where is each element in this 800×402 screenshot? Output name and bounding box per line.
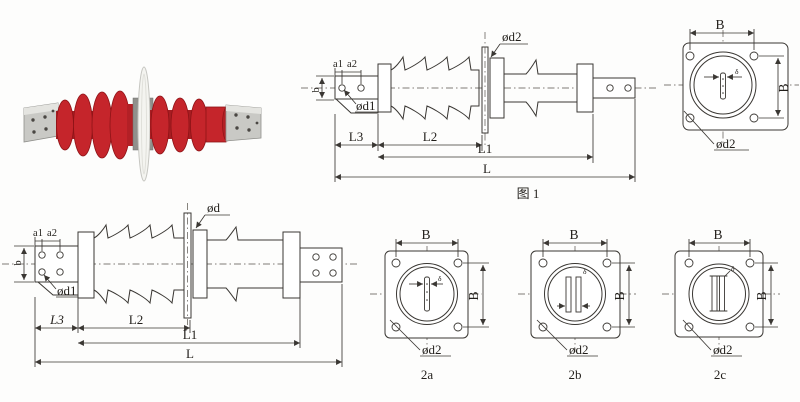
flange-2a-slot: δ	[409, 274, 443, 312]
fig2-label-b: b	[13, 260, 24, 265]
fig2-right-terminal	[299, 247, 343, 283]
fig1-dim-d1: ød1	[343, 89, 381, 113]
flange-top-label-B-top: B	[715, 17, 724, 32]
fig2-label-l2: L2	[129, 312, 143, 327]
flange-2c-dim-B-top: B	[688, 227, 751, 257]
fig1-insulator-body	[377, 32, 594, 145]
fig1-label-l1: L1	[478, 141, 492, 156]
flange-top-dim-B-top: B	[689, 17, 755, 50]
flange-2a-dim-B-side: B	[463, 262, 489, 328]
fig1-length-dims: L3 L2 L1 L	[334, 99, 636, 182]
flange-top-label-B-side: B	[776, 83, 791, 92]
fig2-label-l3: L3	[49, 312, 64, 327]
fig2-dim-b: b	[13, 245, 34, 283]
flange-2b-label-B-top: B	[569, 227, 578, 242]
fig2-label-d1: ød1	[57, 283, 77, 298]
fig2-label-l1: L1	[183, 327, 197, 342]
flange-2a-label-B-side: B	[466, 291, 481, 300]
flange-2a-caption: 2a	[421, 367, 434, 382]
figure1-drawing: a1 a2 b ød1	[301, 29, 659, 201]
fig2-label-l: L	[186, 346, 194, 361]
flange-top-slot: δ	[704, 67, 742, 100]
flange-2a-delta: δ	[438, 274, 442, 283]
flange-top-view: δ B B ød2	[664, 17, 799, 151]
fig1-dim-b: b	[311, 75, 334, 101]
flange-2c-slots: δ	[709, 264, 735, 312]
fig2-label-a2: a2	[47, 228, 57, 239]
flange-2a-dim-B-top: B	[395, 227, 459, 257]
flange-top-dim-d2: ød2	[683, 110, 749, 151]
flange-2c-view: δ B B ød2 2c	[662, 227, 780, 382]
fig1-dim-d2: ød2	[490, 29, 528, 58]
flange-2a-label-B-top: B	[421, 227, 430, 242]
fig1-right-terminal	[592, 77, 636, 99]
fig2-dim-a1a2: a1 a2	[33, 228, 61, 251]
flange-2b-dim-B-side: B	[612, 262, 635, 328]
fig2-dim-d: ød	[195, 200, 230, 229]
flange-2a-dim-d2: ød2	[389, 319, 451, 357]
flange-2b-dim-B-top: B	[542, 227, 608, 257]
fig1-label-d1: ød1	[356, 98, 376, 113]
fig2-length-dims: L3 L2 L1 L	[34, 284, 343, 367]
flange-2c-caption: 2c	[714, 367, 727, 382]
fig1-label-a1: a1	[333, 59, 343, 70]
fig1-label-d2: ød2	[502, 29, 522, 44]
photo-left-sheds	[56, 90, 140, 160]
photo-center-disc	[132, 66, 154, 182]
fig2-label-a1: a1	[33, 228, 43, 239]
flange-2c-dim-B-side: B	[754, 262, 778, 328]
flange-2a-view: δ B B ød2 2a	[370, 227, 489, 382]
fig2-insulator-body	[77, 203, 301, 325]
flange-2c-dim-d2: ød2	[682, 319, 742, 357]
flange-top-dim-B-side: B	[759, 55, 791, 119]
fig1-label-a2: a2	[347, 59, 357, 70]
flange-2b-caption: 2b	[569, 367, 582, 382]
photo-right-sheds	[150, 95, 232, 155]
flange-2c-label-B-side: B	[754, 291, 769, 300]
product-photo	[23, 66, 262, 182]
flange-2c-delta: δ	[731, 264, 735, 273]
flange-2b-dim-d2: ød2	[536, 319, 598, 357]
fig1-label-l3: L3	[349, 129, 363, 144]
flange-2c-label-B-top: B	[713, 227, 722, 242]
photo-right-terminal	[225, 104, 262, 142]
fig1-dim-a1a2: a1 a2	[333, 59, 362, 84]
figure2-drawing: a1 a2 b ød1	[2, 200, 360, 367]
flange-top-plate	[682, 42, 789, 131]
fig1-label-l2: L2	[423, 129, 437, 144]
fig2-label-d: ød	[207, 200, 221, 215]
flange-2b-view: δ B B ød2 2b	[518, 227, 636, 382]
flange-2c-label-d2: ød2	[713, 342, 733, 357]
flange-2b-slots: δ	[557, 267, 590, 313]
flange-2c-plate	[674, 250, 764, 338]
flange-2a-label-d2: ød2	[422, 342, 442, 357]
photo-left-terminal	[23, 102, 59, 143]
fig1-label-b: b	[311, 87, 322, 92]
fig1-label-l: L	[483, 161, 491, 176]
flange-top-delta: δ	[735, 67, 739, 76]
fig2-left-terminal	[34, 245, 79, 296]
flange-top-label-d2: ød2	[716, 136, 736, 151]
figure1-caption: 图 1	[517, 186, 540, 201]
flange-2b-label-B-side: B	[612, 291, 627, 300]
flange-2b-label-d2: ød2	[569, 342, 589, 357]
flange-2b-delta: δ	[583, 267, 587, 276]
